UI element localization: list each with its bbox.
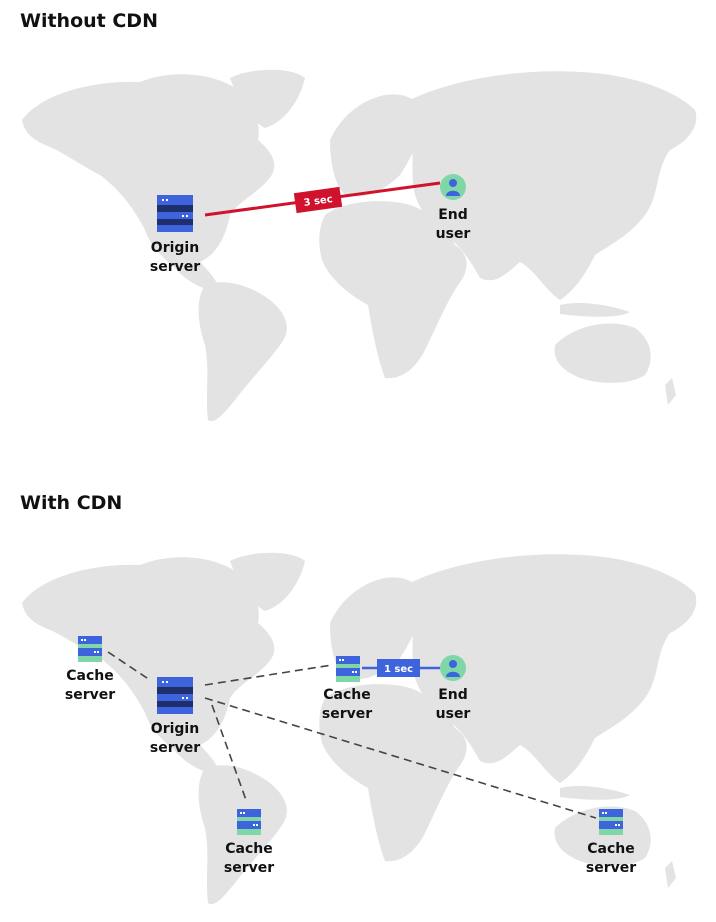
link-nw-cache <box>107 651 151 681</box>
cdn-links <box>107 651 597 819</box>
cache-label-1: Cache <box>323 687 370 703</box>
cache-server-australia: Cache server <box>586 809 636 876</box>
end-user-icon <box>440 174 466 200</box>
user-label-1: End <box>438 207 468 223</box>
section-title: With CDN <box>20 492 122 514</box>
cache-label-2: server <box>65 687 115 703</box>
latency-badge: 1 sec <box>377 659 420 677</box>
link-sa-cache <box>211 704 247 801</box>
latency-label: 3 sec <box>303 194 333 209</box>
origin-server-icon <box>157 195 193 232</box>
cache-label-1: Cache <box>66 668 113 684</box>
latency-badge: 3 sec <box>293 186 343 214</box>
origin-server-icon <box>157 677 193 714</box>
section-without-cdn: Without CDN 3 sec Origin server End user <box>20 10 697 422</box>
cache-server-icon <box>237 809 261 835</box>
user-label-2: user <box>436 226 471 242</box>
cache-label-1: Cache <box>587 841 634 857</box>
user-label-1: End <box>438 687 468 703</box>
cache-label-2: server <box>322 706 372 722</box>
link-au-cache <box>204 697 597 819</box>
link-europe-cache <box>204 664 333 686</box>
latency-label: 1 sec <box>384 664 413 675</box>
origin-label-2: server <box>150 259 200 275</box>
cache-label-1: Cache <box>225 841 272 857</box>
origin-label-2: server <box>150 740 200 756</box>
user-label-2: user <box>436 706 471 722</box>
cache-server-icon <box>599 809 623 835</box>
cache-server-north-america: Cache server <box>65 636 115 703</box>
cache-label-2: server <box>224 860 274 876</box>
cache-server-europe: Cache server <box>322 656 372 722</box>
cache-label-2: server <box>586 860 636 876</box>
end-user-icon <box>440 655 466 681</box>
origin-label-1: Origin <box>151 240 199 256</box>
world-map <box>22 69 697 422</box>
section-title: Without CDN <box>20 10 158 32</box>
cache-server-south-america: Cache server <box>224 809 274 876</box>
origin-label-1: Origin <box>151 721 199 737</box>
section-with-cdn: With CDN 1 sec Origin server End user Ca… <box>20 492 697 905</box>
cache-server-icon <box>336 656 360 682</box>
cache-server-icon <box>78 636 102 662</box>
